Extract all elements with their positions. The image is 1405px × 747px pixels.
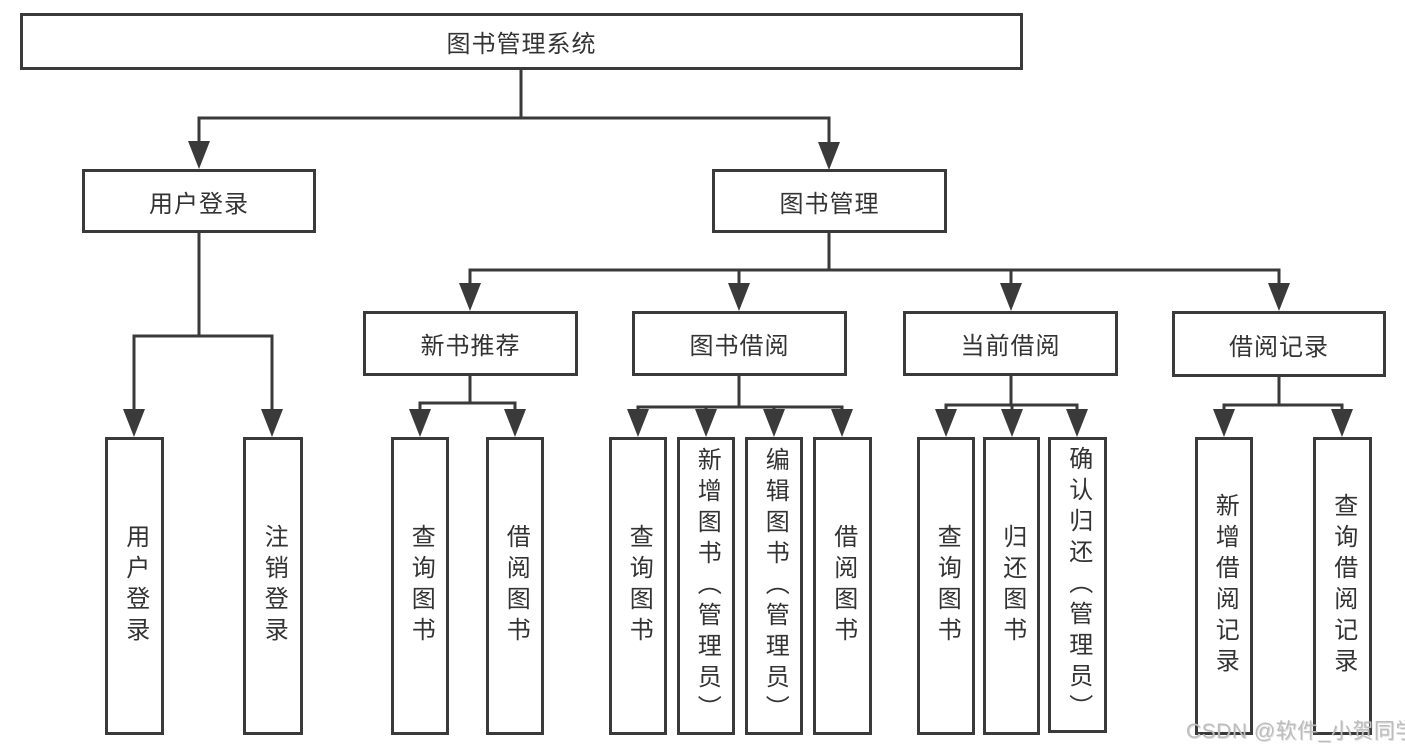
node-label: 新增图书（管理员）	[693, 446, 721, 726]
leaf-return-books: 归还图书	[983, 437, 1040, 735]
node-label: 归还图书	[998, 524, 1026, 648]
node-label: 新增借阅记录	[1211, 493, 1239, 679]
node-label: 图书借阅	[689, 333, 790, 360]
node-label: 新书推荐	[420, 333, 521, 360]
node-label: 查询图书	[625, 524, 653, 648]
leaf-add-books-admin: 新增图书（管理员）	[677, 437, 735, 735]
node-label: 查询图书	[933, 524, 961, 648]
csdn-watermark: CSDN @软件_小贺同学	[1186, 720, 1405, 743]
node-label: 图书管理系统	[446, 31, 597, 58]
node-label: 查询图书	[407, 524, 435, 648]
node-label: 用户登录	[121, 524, 149, 648]
leaf-borrow-books-borrowing: 借阅图书	[813, 437, 872, 735]
node-label: 查询借阅记录	[1329, 493, 1357, 679]
node-label: 编辑图书（管理员）	[761, 446, 789, 726]
node-label: 用户登录	[149, 190, 249, 218]
leaf-add-borrowing-record: 新增借阅记录	[1195, 437, 1253, 735]
node-label: 当前借阅	[960, 333, 1061, 360]
leaf-query-books-recommendation: 查询图书	[391, 437, 449, 735]
leaf-confirm-return-admin: 确认归还（管理员）	[1048, 437, 1107, 733]
node-label: 图书管理	[779, 190, 880, 218]
leaf-query-books-borrowing: 查询图书	[609, 437, 667, 735]
node-label: 确认归还（管理员）	[1064, 445, 1092, 725]
node-label: 借阅记录	[1229, 333, 1329, 361]
arrowheads	[123, 141, 1353, 437]
node-label: 借阅图书	[829, 524, 857, 648]
node-book-borrowing: 图书借阅	[632, 311, 847, 376]
leaf-edit-books-admin: 编辑图书（管理员）	[745, 437, 803, 735]
leaf-query-books-current: 查询图书	[917, 437, 975, 735]
node-new-book-recommendation: 新书推荐	[363, 311, 578, 376]
leaf-logout-login: 注销登录	[243, 437, 303, 735]
node-user-login: 用户登录	[82, 169, 316, 233]
node-label: 注销登录	[260, 524, 288, 648]
leaf-borrow-books-recommendation: 借阅图书	[486, 437, 544, 735]
node-book-management: 图书管理	[712, 169, 947, 233]
node-book-management-system: 图书管理系统	[20, 13, 1023, 70]
node-borrowing-records: 借阅记录	[1172, 311, 1386, 377]
node-current-borrowing: 当前借阅	[903, 311, 1118, 376]
leaf-query-borrowing-record: 查询借阅记录	[1313, 437, 1372, 735]
node-label: 借阅图书	[502, 524, 530, 648]
leaf-user-login: 用户登录	[105, 437, 164, 735]
